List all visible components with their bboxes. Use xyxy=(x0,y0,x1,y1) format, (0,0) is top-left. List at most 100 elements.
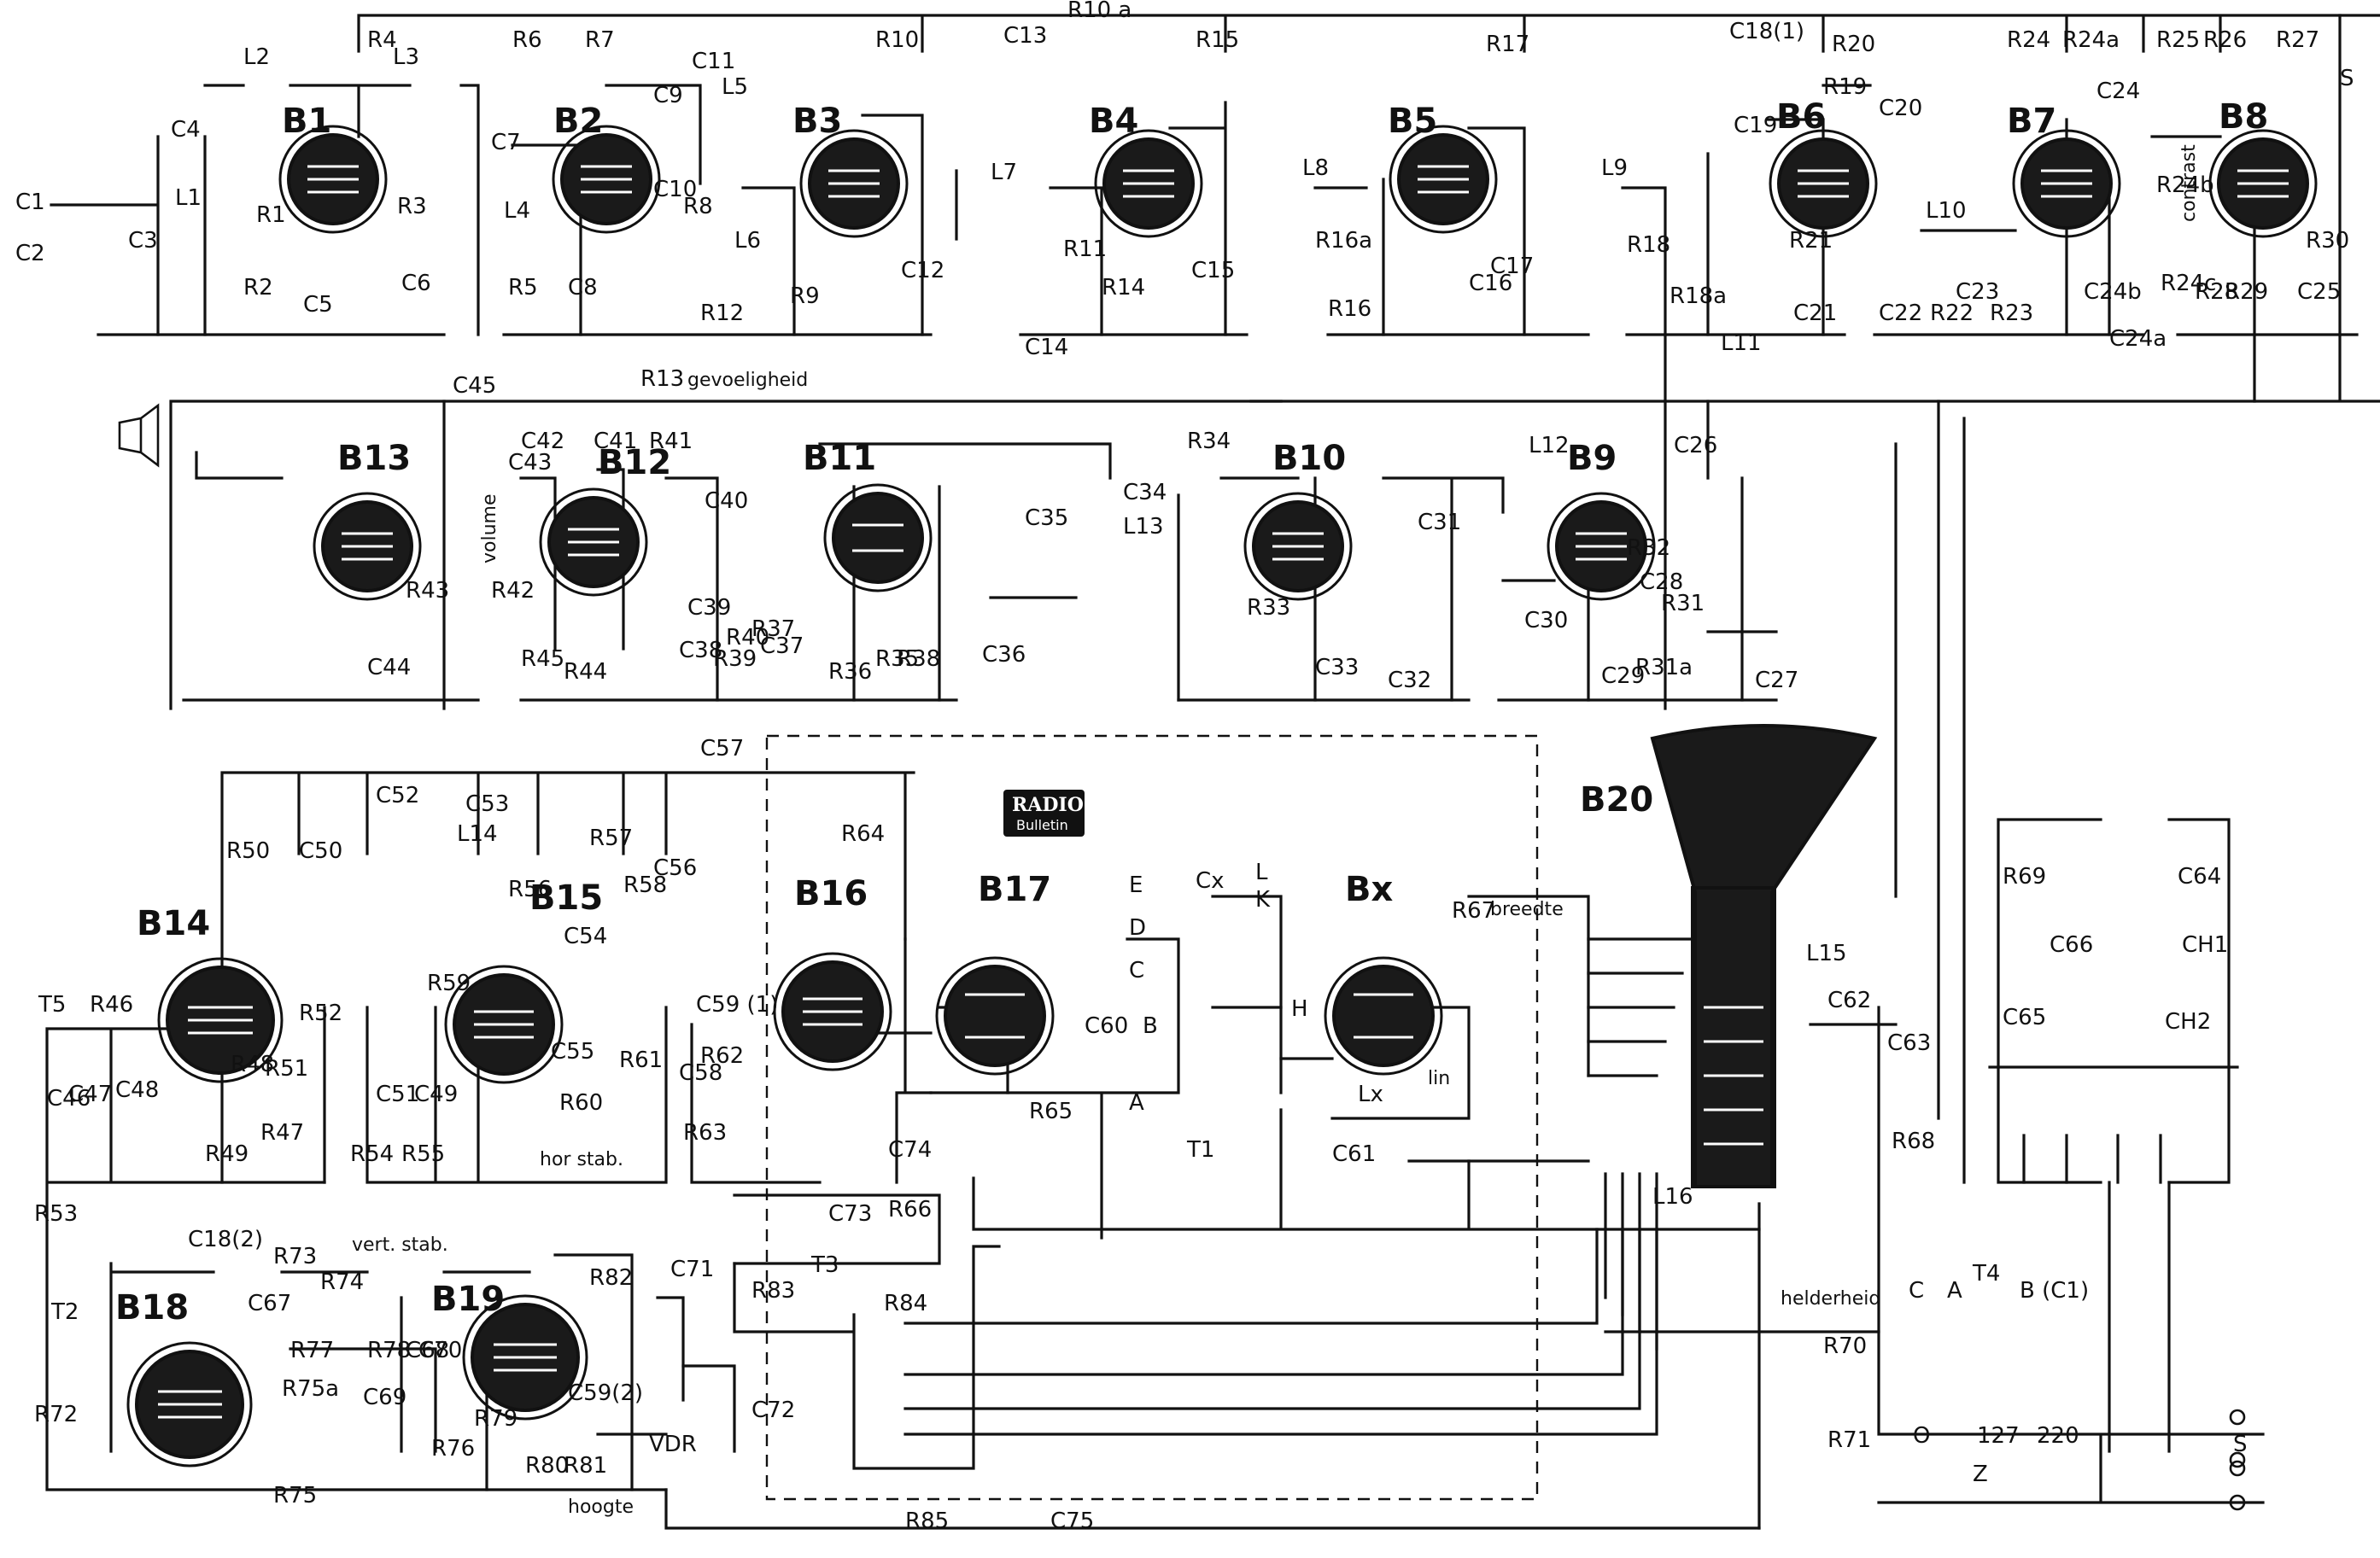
component-label: CH1 xyxy=(2182,932,2228,958)
component-label: R24b xyxy=(2156,172,2214,198)
terminal-label: B xyxy=(1143,1013,1158,1039)
component-label: R13 xyxy=(640,366,684,392)
component-label: R14 xyxy=(1102,275,1145,301)
component-label: C13 xyxy=(1003,23,1047,49)
component-label: C14 xyxy=(1025,335,1068,360)
tube-B8-label: B8 xyxy=(2219,97,2268,137)
component-label: L11 xyxy=(1721,330,1762,356)
tube-B1: B1 xyxy=(278,102,388,234)
component-label: R17 xyxy=(1486,32,1529,57)
tube-B15: B15 xyxy=(444,878,603,1084)
component-label: C72 xyxy=(751,1398,795,1423)
tube-B13-label: B13 xyxy=(337,439,411,478)
component-label: R83 xyxy=(751,1278,795,1304)
component-label: R8 xyxy=(683,194,713,219)
component-label: C16 xyxy=(1469,271,1512,296)
component-label: C30 xyxy=(1524,608,1568,633)
component-label: Cx xyxy=(1196,868,1225,894)
component-label: R44 xyxy=(564,659,607,685)
component-label: C24a xyxy=(2109,326,2167,352)
component-label: T2 xyxy=(50,1299,79,1325)
tube-B6-label: B6 xyxy=(1776,97,1826,137)
component-label: C18(2) xyxy=(188,1227,263,1252)
component-label: R85 xyxy=(905,1508,949,1534)
component-label: C61 xyxy=(1332,1141,1376,1167)
component-label: R54 xyxy=(350,1141,394,1167)
component-label: R70 xyxy=(1823,1333,1867,1359)
component-label: R7 xyxy=(585,27,615,53)
component-label: R1 xyxy=(256,202,286,228)
tube-B20-label: B20 xyxy=(1580,780,1653,820)
component-label: L2 xyxy=(243,44,270,70)
component-label: C21 xyxy=(1793,301,1837,326)
shielded-section-box xyxy=(765,734,1539,1501)
component-label: R27 xyxy=(2276,27,2319,53)
tube-B10-label: B10 xyxy=(1272,439,1346,478)
tube-B12-label: B12 xyxy=(598,443,671,482)
terminal-label: B (C1) xyxy=(2020,1278,2089,1304)
component-label: C36 xyxy=(982,642,1026,668)
component-label: C56 xyxy=(653,855,697,881)
terminal-label: A xyxy=(1947,1278,1962,1304)
component-label: C48 xyxy=(115,1077,159,1103)
component-label: R58 xyxy=(623,872,667,898)
component-label: C11 xyxy=(692,49,735,74)
component-label: R55 xyxy=(401,1141,445,1167)
terminal-label: H xyxy=(1291,996,1308,1022)
control-vert-stab: vert. stab. xyxy=(352,1234,448,1256)
component-label: R73 xyxy=(273,1244,317,1269)
component-label: C29 xyxy=(1601,663,1645,689)
component-label: C3 xyxy=(128,228,158,254)
terminal-label: S xyxy=(2340,66,2354,91)
component-label: C24 xyxy=(2096,79,2140,104)
component-label: Lx xyxy=(1358,1082,1383,1107)
tube-B19: B19 xyxy=(431,1280,588,1421)
component-label: R29 xyxy=(2225,279,2268,305)
component-label: R61 xyxy=(619,1047,663,1073)
component-label: R79 xyxy=(474,1406,518,1432)
tube-B5-label: B5 xyxy=(1388,102,1437,141)
component-label: C59 (1) xyxy=(696,992,778,1018)
component-label: C19 xyxy=(1734,113,1777,138)
component-label: C69 xyxy=(363,1385,406,1410)
component-label: R52 xyxy=(299,1001,342,1026)
component-label: R71 xyxy=(1827,1427,1871,1453)
tube-B3: B3 xyxy=(792,102,909,238)
component-label: L4 xyxy=(504,198,530,224)
component-label: R5 xyxy=(508,275,538,301)
tube-B2: B2 xyxy=(552,102,661,234)
component-label: C63 xyxy=(1887,1030,1931,1056)
component-label: R16a xyxy=(1315,228,1372,254)
tube-B2-label: B2 xyxy=(553,102,603,141)
control-volume: volume xyxy=(479,493,500,563)
component-label: R76 xyxy=(431,1436,475,1462)
component-label: C66 xyxy=(2050,932,2093,958)
component-label: C7 xyxy=(491,130,521,155)
component-label: L15 xyxy=(1806,941,1847,966)
component-label: C9 xyxy=(653,83,683,108)
component-label: R77 xyxy=(290,1338,334,1363)
component-label: R11 xyxy=(1063,236,1107,262)
tube-Bx-label: Bx xyxy=(1345,870,1393,909)
component-label: R81 xyxy=(564,1453,607,1479)
component-label: R18 xyxy=(1627,232,1670,258)
component-label: C46 xyxy=(47,1086,91,1112)
tube-B14-label: B14 xyxy=(137,904,210,943)
component-label: C40 xyxy=(705,488,748,514)
component-label: R62 xyxy=(700,1043,744,1069)
component-label: R40 xyxy=(726,625,769,651)
tube-B3-label: B3 xyxy=(792,102,842,141)
component-label: C52 xyxy=(376,783,419,808)
component-label: R72 xyxy=(34,1402,78,1427)
component-label: L10 xyxy=(1926,198,1967,224)
component-label: R67 xyxy=(1452,898,1495,924)
component-label: R38 xyxy=(897,646,940,672)
component-label: C20 xyxy=(1879,96,1922,121)
component-label: R45 xyxy=(521,646,564,672)
component-label: C32 xyxy=(1388,668,1431,693)
component-label: R53 xyxy=(34,1201,78,1227)
tube-Bx: Bx xyxy=(1324,870,1443,1076)
component-label: R59 xyxy=(427,971,471,996)
component-label: C73 xyxy=(828,1201,872,1227)
component-label: L16 xyxy=(1652,1184,1693,1210)
